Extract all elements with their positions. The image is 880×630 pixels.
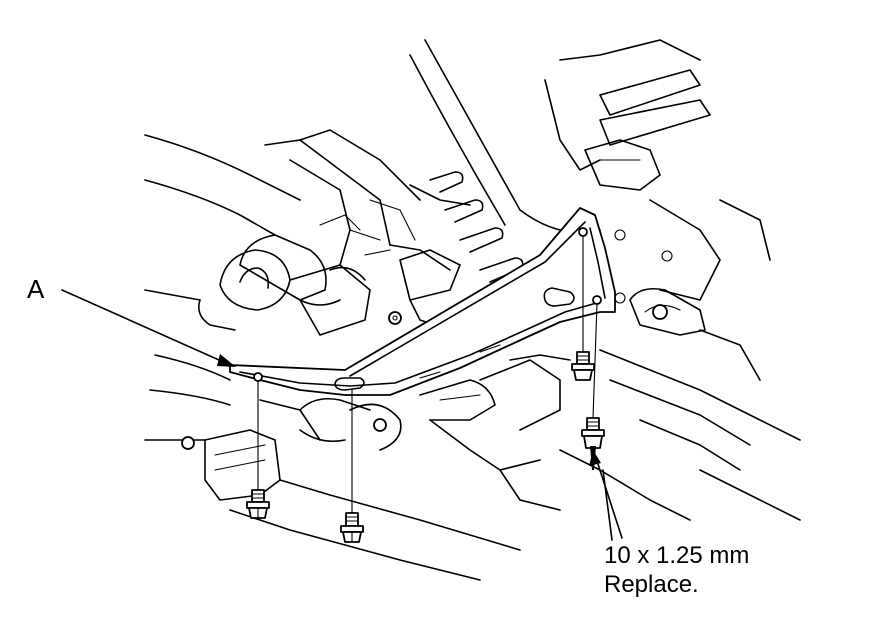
leader-part-a bbox=[61, 289, 236, 367]
bolt-right-upper bbox=[571, 235, 595, 381]
bolt-note-text: Replace. bbox=[604, 571, 699, 598]
leader-bolt-spec bbox=[589, 450, 623, 541]
bolt-callout: 10 x 1.25 mm Replace. bbox=[604, 541, 749, 599]
crossmember-body bbox=[229, 207, 616, 396]
bolt-center bbox=[340, 389, 364, 543]
engine-background bbox=[144, 39, 801, 581]
bolt-left bbox=[246, 380, 270, 519]
crossmember-part-a bbox=[229, 207, 616, 396]
bolt-spec-text: 10 x 1.25 mm bbox=[604, 542, 750, 569]
part-a-label: A bbox=[27, 274, 45, 304]
bolt-right-lower bbox=[581, 303, 605, 470]
